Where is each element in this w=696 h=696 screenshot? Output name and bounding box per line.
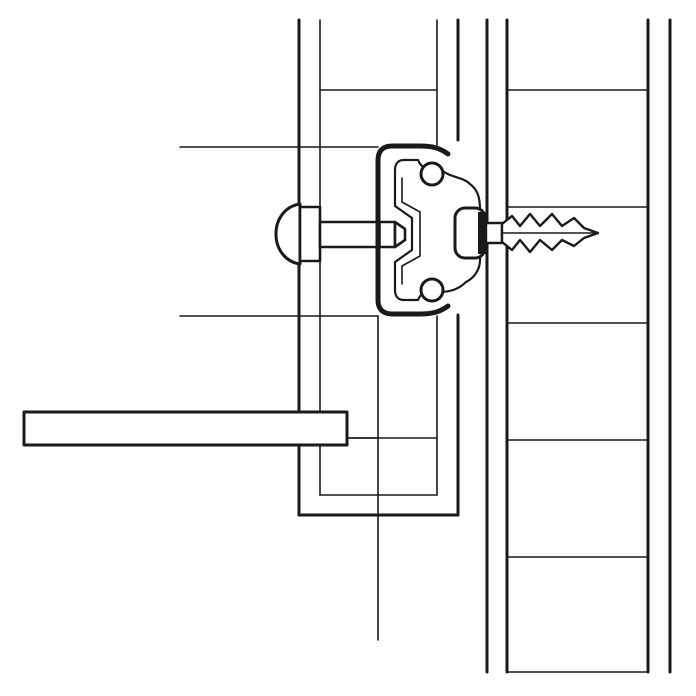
cabinet-side-panel [485, 18, 672, 674]
wood-screw [484, 212, 600, 254]
drawer-bottom-board [22, 410, 349, 447]
cabinet-panel-grid [506, 89, 649, 673]
mounting-screw [274, 202, 407, 266]
slide-rail-profile [375, 143, 487, 317]
leader-lines [179, 146, 379, 641]
